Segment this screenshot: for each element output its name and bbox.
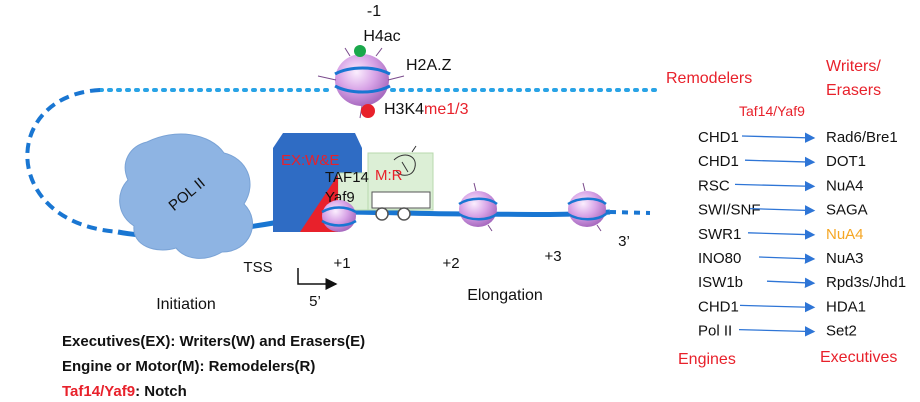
remodeler-label: SWR1 [698,226,741,243]
taf-header: Taf14/Yaf9 [739,103,805,119]
pairing-arrow [749,205,816,216]
five-prime-label: 5’ [309,293,321,310]
tss-label: TSS [243,259,272,276]
remodeler-label: CHD1 [698,153,739,170]
pairing-arrow [766,277,816,289]
nucleosome-plus3 [567,182,607,232]
three-prime-label: 3’ [618,233,630,250]
remodeler-label: ISW1b [698,274,743,291]
remodeler-label: Pol II [698,323,732,340]
h3k4-label: H3K4me1/3 [384,101,469,118]
writer-eraser-label: Rpd3s/Jhd1 [826,274,906,291]
writers-header-2: Erasers [826,82,881,99]
writer-eraser-label: SAGA [826,202,868,219]
writer-eraser-label: Set2 [826,323,857,340]
writers-header-1: Writers/ [826,58,881,75]
pairing-arrow [734,180,816,192]
pairing-arrow [747,229,816,240]
h4ac-dot [354,45,366,57]
pairing-arrow [738,326,816,337]
writer-eraser-label: NuA3 [826,250,864,267]
remodeler-label: CHD1 [698,298,739,315]
writer-eraser-label: NuA4 [826,226,864,243]
pairing-arrow [741,132,816,143]
h2az-label: H2A.Z [406,57,452,74]
taf14-label: TAF14 [325,169,369,186]
legend-notch-rest: : Notch [135,383,187,400]
pairing-arrow [739,301,816,313]
writer-eraser-label: NuA4 [826,177,864,194]
initiation-label: Initiation [156,296,216,313]
remodelers-header: Remodelers [666,70,752,87]
engines-footer: Engines [678,351,736,368]
nucleosome-plus1 [321,200,357,232]
mr-label: M:R [375,167,403,184]
writer-eraser-label: HDA1 [826,298,866,315]
executives-footer: Executives [820,349,897,366]
plus1-label: +1 [333,255,350,272]
dna-strand-tail [609,210,651,215]
pairing-arrow [758,253,816,264]
plus2-label: +2 [442,255,459,272]
remodeler-label: CHD1 [698,129,739,146]
h3k4-dot [361,104,375,118]
h4ac-label: H4ac [363,28,400,45]
nucleosome-minus1 [317,47,405,119]
writer-eraser-label: Rad6/Bre1 [826,129,898,146]
ex-label: EX:W&E [281,152,339,169]
h3k4-text: H3K4 [384,101,424,118]
pairing-arrow [744,156,816,168]
me13-text: me1/3 [424,101,469,118]
writer-eraser-label: DOT1 [826,153,866,170]
legend-executives: Executives(EX): Writers(W) and Erasers(E… [62,333,365,350]
remodeler-label: RSC [698,177,730,194]
elongation-label: Elongation [467,287,543,304]
remodeler-label: SWI/SNF [698,202,761,219]
legend-notch: Taf14/Yaf9: Notch [62,383,187,400]
plus3-label: +3 [544,248,561,265]
tss-arrow [297,268,338,290]
dna-loop-curve [25,88,121,234]
remodeler-label: INO80 [698,250,741,267]
legend-notch-red: Taf14/Yaf9 [62,383,135,400]
minus1-label: -1 [367,3,381,20]
pol-ii-shape [119,133,253,259]
nucleosome-plus2 [458,182,498,232]
legend-engine: Engine or Motor(M): Remodelers(R) [62,358,315,375]
